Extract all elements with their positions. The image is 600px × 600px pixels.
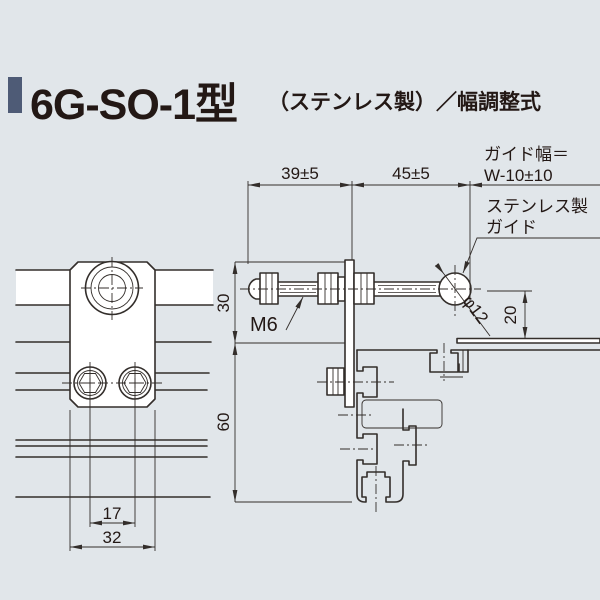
- dim-60-text: 60: [214, 413, 233, 432]
- rail-lines: [15, 269, 214, 498]
- page-title: 6G-SO-1型: [30, 81, 238, 129]
- guide-width-line2: W-10±10: [484, 166, 553, 185]
- page-subtitle: （ステンレス製）／幅調整式: [268, 91, 541, 114]
- dim-39-text: 39±5: [281, 164, 319, 183]
- hex-nut-3: [353, 272, 375, 305]
- guide-width-label: ガイド幅＝ W-10±10: [484, 145, 569, 185]
- dim-32: 32: [70, 528, 155, 550]
- frame-profile: [317, 343, 469, 512]
- dim-30: 30: [214, 261, 345, 343]
- dim-60: 60: [214, 342, 352, 503]
- stainless-guide-label: ステンレス製 ガイド: [462, 197, 600, 274]
- dim-32-text: 32: [103, 528, 122, 547]
- dim-17: 17: [90, 504, 135, 526]
- front-view: 17 32: [15, 257, 214, 551]
- hex-nut-2: [317, 272, 339, 305]
- accent-bar: [8, 77, 22, 113]
- thread-callout: M6: [250, 296, 304, 336]
- front-extension-lines: [69, 362, 156, 551]
- top-boss-screw: [81, 257, 143, 320]
- thread-label-text: M6: [250, 314, 278, 336]
- bracket-plate-side: [344, 259, 355, 408]
- stainless-line2: ガイド: [486, 218, 537, 237]
- side-view: 39±5 45±5 ガイド幅＝ W-10±10 ステンレス製 ガイド M6: [214, 145, 600, 512]
- frame-cavity: [361, 399, 443, 429]
- page-header: 6G-SO-1型 （ステンレス製）／幅調整式: [0, 70, 600, 129]
- belt-retainer-hook: [458, 349, 469, 373]
- cap-nut: [247, 278, 263, 300]
- guide-width-line1: ガイド幅＝: [484, 145, 569, 164]
- dim-45-text: 45±5: [392, 164, 430, 183]
- thread-lines: [280, 285, 436, 293]
- stainless-line1: ステンレス製: [486, 197, 588, 216]
- dim-17-text: 17: [103, 504, 122, 523]
- frame-bolt: [326, 367, 345, 396]
- belt-strip: [456, 337, 600, 344]
- hex-nut-1: [259, 272, 279, 305]
- dim-20-text: 20: [501, 306, 520, 325]
- dim-20: 20: [487, 290, 532, 339]
- dim-30-text: 30: [214, 294, 233, 313]
- top-dimensions: 39±5 45±5: [247, 164, 600, 301]
